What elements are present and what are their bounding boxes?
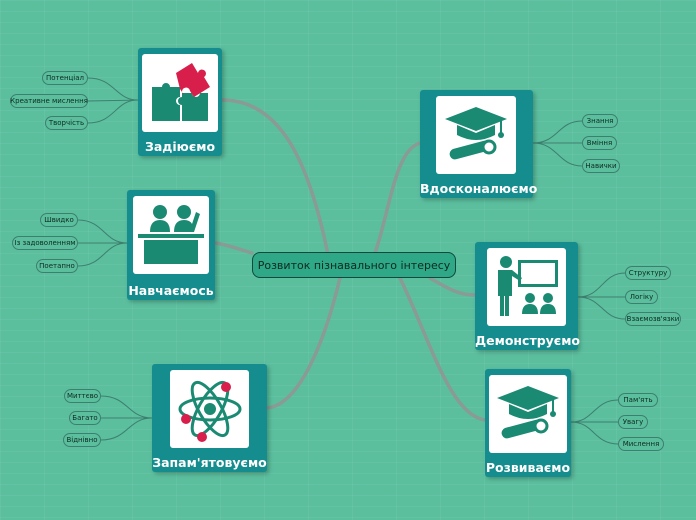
leaf-skills[interactable]: Вміння [582,136,617,150]
node-zadiyuemo[interactable]: Задіюємо [138,48,222,156]
node-vdoskonalyuemo[interactable]: Вдосконалюємо [420,90,538,198]
graduation-cap-icon [436,96,516,174]
presentation-icon [487,248,566,326]
leaf-many[interactable]: Багато [69,411,101,425]
node-demonstruemo[interactable]: Демонструємо [475,242,581,350]
leaf-logic[interactable]: Логіку [625,290,658,304]
link-navchaemos [213,241,254,255]
link-demonstruemo [428,276,477,297]
node-navchaemos[interactable]: Навчаємось [127,190,215,300]
puzzle-icon [142,54,218,132]
node-zapamyatovuemo[interactable]: Запам'ятовуємо [152,364,267,472]
atom-icon [170,370,249,448]
node-rozvyvaemo-label: Розвиваємо [485,460,571,475]
central-topic[interactable]: Розвиток пізнавального інтересу [252,252,456,278]
leaf-abilities[interactable]: Навички [582,159,620,173]
leaf-accurately[interactable]: Віднівно [63,433,101,447]
classroom-icon [133,196,209,274]
leaf-structure[interactable]: Структуру [625,266,671,280]
leaf-with-pleasure[interactable]: Із задоволенням [12,236,78,250]
leaf-memory[interactable]: Пам'ять [618,393,658,407]
central-topic-label: Розвиток пізнавального інтересу [257,258,451,272]
leaf-creativity[interactable]: Творчість [45,116,88,130]
node-vdoskonalyuemo-label: Вдосконалюємо [420,181,538,196]
leaf-instantly[interactable]: Миттєво [64,389,101,403]
leaf-thinking[interactable]: Мислення [618,437,664,451]
leaf-relationships[interactable]: Взаємозв'язки [625,312,681,326]
link-vdoskonalyuemo [373,141,422,255]
leaf-attention[interactable]: Увагу [618,415,648,429]
leaf-knowledge[interactable]: Знання [582,114,618,128]
leaf-creative-thinking[interactable]: Креативне мислення [10,94,88,108]
leaf-potential[interactable]: Потенціал [42,71,88,85]
node-demonstruemo-label: Демонструємо [475,333,581,348]
graduation-cap-icon [489,375,567,453]
link-rozvyvaemo [398,276,487,422]
node-zadiyuemo-label: Задіюємо [144,139,216,154]
node-rozvyvaemo[interactable]: Розвиваємо [485,369,571,477]
link-zapamyatovuemo [265,276,342,410]
link-zadiyuemo [220,98,332,267]
node-zapamyatovuemo-label: Запам'ятовуємо [152,455,267,470]
node-navchaemos-label: Навчаємось [128,283,214,298]
leaf-step-by-step[interactable]: Поетапно [36,259,78,273]
leaf-quickly[interactable]: Швидко [40,213,78,227]
